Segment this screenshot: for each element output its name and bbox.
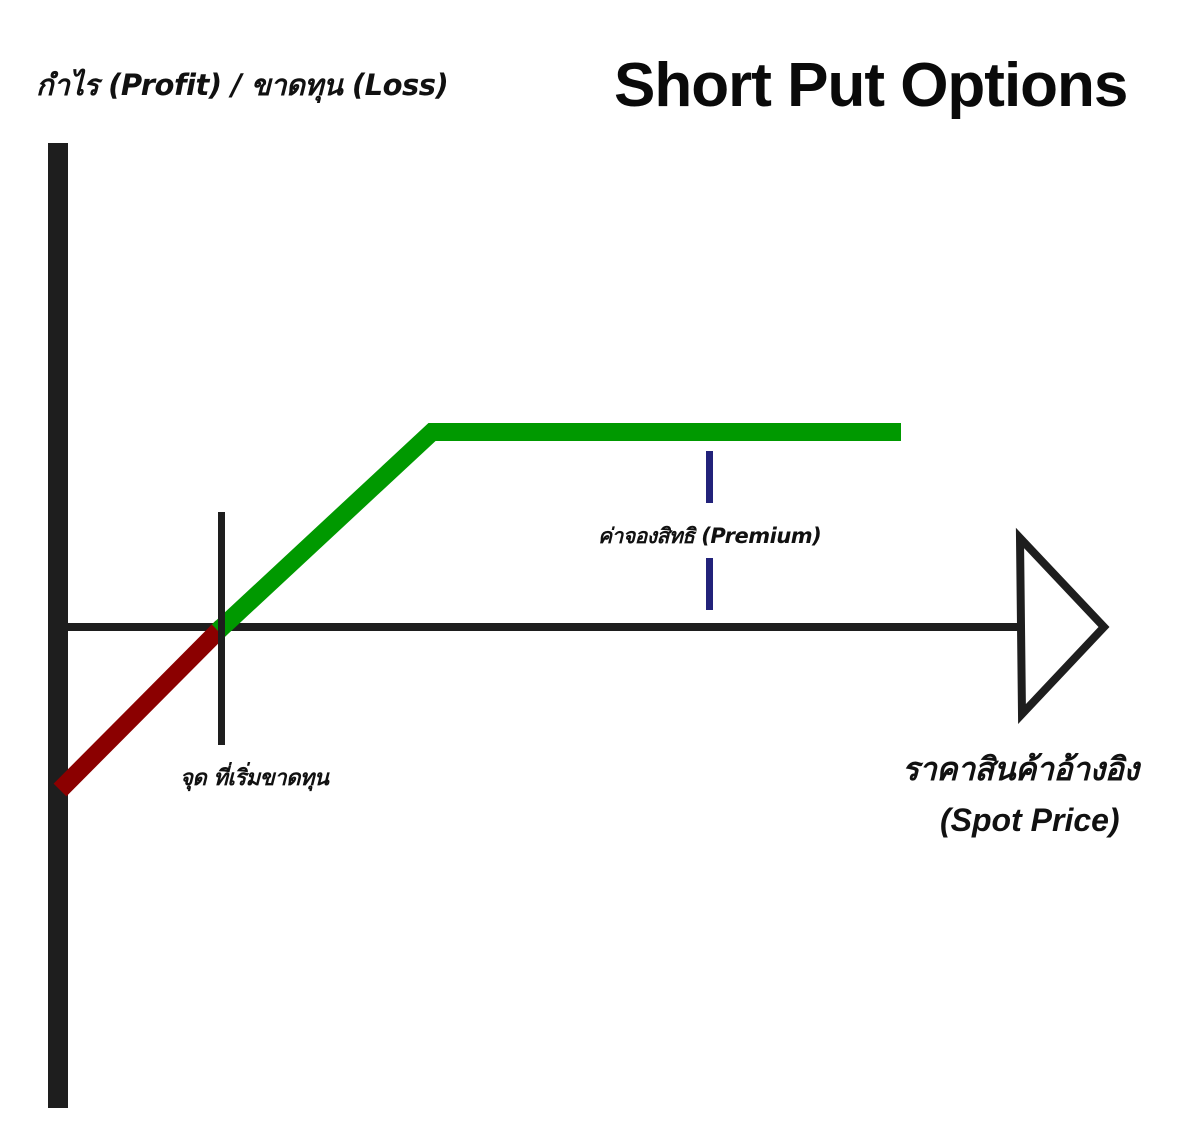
premium-marker-upper <box>706 451 713 503</box>
chart-title: Short Put Options <box>614 51 1128 120</box>
premium-marker-lower <box>706 558 713 610</box>
x-axis-label-thai: ราคาสินค้าอ้างอิง <box>902 750 1139 788</box>
loss-segment <box>53 620 229 797</box>
x-axis-arrow-icon <box>1015 527 1110 724</box>
y-axis <box>48 143 68 1108</box>
profit-segment <box>211 423 901 638</box>
y-axis-label: กำไร (Profit) / ขาดทุน (Loss) <box>36 68 449 102</box>
breakeven-tick <box>218 512 225 745</box>
breakeven-label: จุด ที่เริ่มขาดทุน <box>180 766 329 791</box>
x-axis-label-english: (Spot Price) <box>940 802 1120 838</box>
x-axis <box>66 623 1020 631</box>
premium-label: ค่าจองสิทธิ (Premium) <box>598 524 822 548</box>
